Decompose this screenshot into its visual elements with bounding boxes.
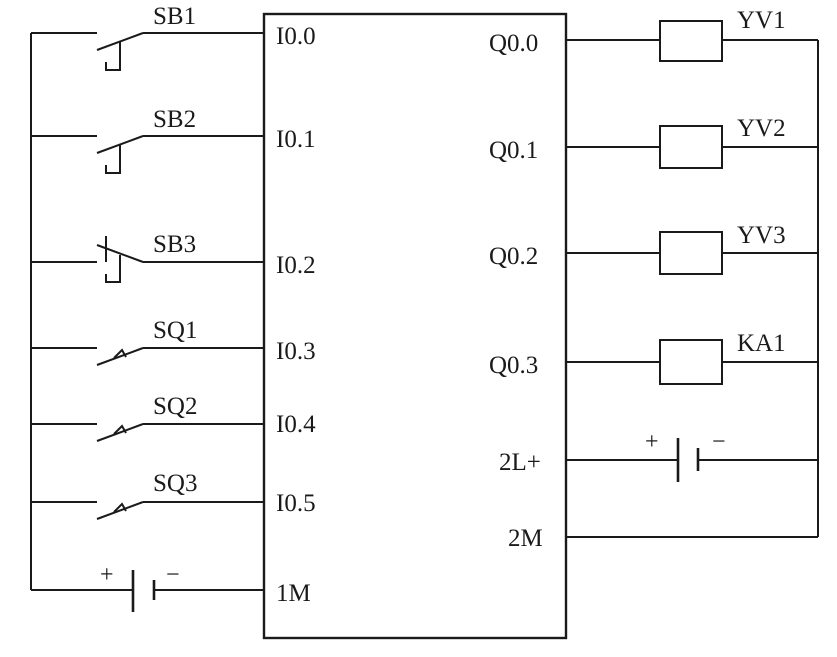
input-label: SB1: [153, 3, 196, 30]
push-button-actuator: [105, 41, 121, 71]
output-supply-rung: + − 2L+: [499, 429, 818, 482]
input-supply-rung: + − 1M: [31, 562, 311, 612]
output-load-label: YV3: [737, 222, 786, 249]
switch-contact: [96, 423, 144, 442]
input-label: SQ2: [153, 393, 197, 420]
push-button-actuator: [105, 144, 121, 174]
input-common-terminal: 1M: [276, 580, 311, 607]
input-terminal: I0.5: [276, 490, 316, 517]
input-rung-sq3: SQ3 I0.5: [31, 470, 316, 520]
input-terminal: I0.0: [276, 23, 316, 50]
output-load-label: YV2: [737, 115, 786, 142]
plc-module: [262, 12, 568, 640]
input-terminal: I0.4: [276, 411, 316, 438]
output-rung-yv1: Q0.0 YV1: [489, 7, 818, 62]
input-rung-sq1: SQ1 I0.3: [31, 317, 316, 366]
switch-contact: [96, 347, 144, 366]
output-common-rung: 2M: [508, 525, 818, 552]
switch-contact: [96, 501, 144, 520]
relay-coil: [659, 339, 723, 385]
input-terminal: I0.3: [276, 338, 316, 365]
input-rung-sb3: SB3 I0.2: [31, 231, 316, 283]
battery-plus-sign: +: [645, 429, 659, 455]
output-terminal: Q0.0: [489, 30, 538, 57]
output-rung-yv3: Q0.2 YV3: [489, 222, 818, 275]
input-label: SB3: [153, 231, 196, 258]
output-rung-ka1: Q0.3 KA1: [489, 330, 818, 385]
solenoid-coil: [659, 231, 723, 275]
battery-minus-sign: −: [712, 429, 726, 455]
battery-minus-sign: −: [166, 562, 180, 588]
output-terminal: Q0.1: [489, 137, 538, 164]
input-label: SB2: [153, 106, 196, 133]
output-common-terminal: 2M: [508, 525, 543, 552]
input-terminal: I0.1: [276, 126, 316, 153]
push-button-actuator: [105, 255, 121, 283]
input-label: SQ3: [153, 470, 197, 497]
input-label: SQ1: [153, 317, 197, 344]
input-rung-sb2: SB2 I0.1: [31, 106, 316, 174]
switch-contact: [96, 244, 144, 263]
input-rung-sb1: SB1 I0.0: [31, 3, 316, 71]
battery-plus-sign: +: [100, 562, 114, 588]
output-rung-yv2: Q0.1 YV2: [489, 115, 818, 169]
input-rung-sq2: SQ2 I0.4: [31, 393, 316, 442]
limit-switch-cam: [113, 502, 127, 513]
limit-switch-cam: [113, 348, 127, 359]
solenoid-coil: [659, 20, 723, 62]
output-terminal: Q0.2: [489, 243, 538, 270]
input-terminal: I0.2: [276, 252, 316, 279]
output-load-label: YV1: [737, 7, 786, 34]
limit-switch-cam: [113, 424, 127, 435]
solenoid-coil: [659, 125, 723, 169]
output-supply-terminal: 2L+: [499, 449, 541, 476]
output-terminal: Q0.3: [489, 352, 538, 379]
output-load-label: KA1: [737, 330, 786, 357]
